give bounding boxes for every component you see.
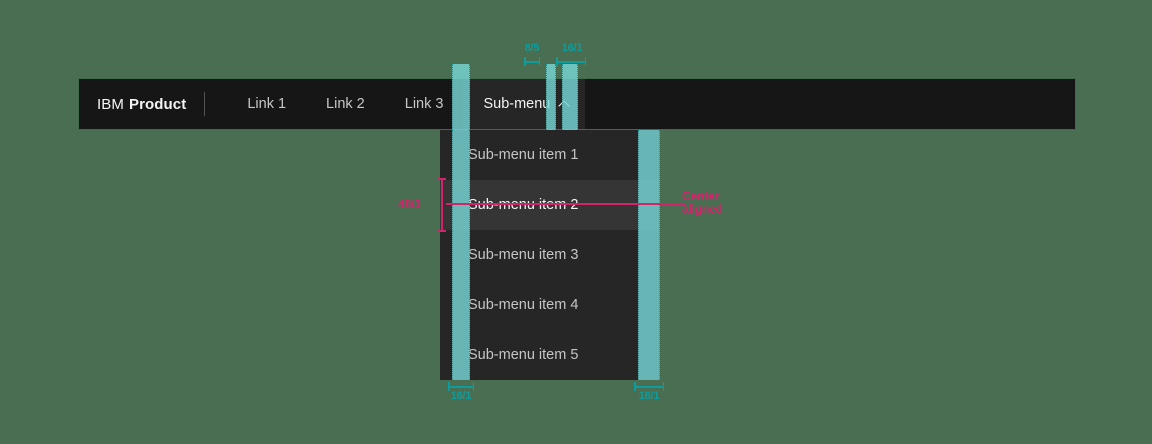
submenu-item-5-label: Sub-menu item 5 — [468, 347, 579, 363]
submenu-item-4-label: Sub-menu item 4 — [468, 297, 579, 313]
nav-submenu-trigger-label: Sub-menu — [483, 96, 551, 112]
nav-link-3-label: Link 3 — [404, 96, 444, 112]
submenu-item-4[interactable]: Sub-menu item 4 — [440, 280, 660, 330]
nav-submenu-trigger[interactable]: Sub-menu — [463, 79, 586, 129]
dimension-cap-left — [634, 382, 636, 391]
spacing-label-bottom-left: 16/1 — [450, 390, 472, 402]
nav-link-2[interactable]: Link 2 — [306, 79, 385, 129]
dimension-cap-left — [556, 57, 558, 66]
dimension-marker-bottom-b — [634, 382, 664, 391]
dimension-cap-bottom — [437, 230, 446, 232]
dimension-cap-left — [448, 382, 450, 391]
center-alignment-label: Center aligned — [682, 189, 723, 216]
submenu-panel: Sub-menu item 1 Sub-menu item 2 Sub-menu… — [440, 130, 660, 380]
nav-links: Link 1 Link 2 Link 3 Sub-menu — [227, 79, 586, 129]
submenu-item-3-label: Sub-menu item 3 — [468, 247, 579, 263]
height-dimension-label: 48/3 — [398, 197, 421, 211]
submenu-item-2-label: Sub-menu item 2 — [468, 197, 579, 213]
brand-logo[interactable]: IBM Product — [79, 79, 202, 129]
dimension-cap-right — [662, 382, 664, 391]
dimension-cap-top — [437, 178, 446, 180]
dimension-marker-top-b — [556, 57, 586, 66]
brand-prefix: IBM — [97, 95, 124, 113]
dimension-marker-top-a — [524, 57, 540, 66]
dimension-cap-left — [524, 57, 526, 66]
brand-name: Product — [128, 95, 187, 113]
spacing-label-bottom-right: 16/1 — [638, 390, 660, 402]
dimension-marker-bottom-a — [448, 382, 474, 391]
nav-link-1-label: Link 1 — [247, 96, 287, 112]
chevron-up-icon — [558, 98, 571, 111]
nav-link-1[interactable]: Link 1 — [227, 79, 306, 129]
brand-divider — [204, 92, 206, 116]
submenu-item-3[interactable]: Sub-menu item 3 — [440, 230, 660, 280]
submenu-item-1[interactable]: Sub-menu item 1 — [440, 130, 660, 180]
dimension-cap-right — [584, 57, 586, 66]
spacing-label-top-b: 16/1 — [561, 42, 583, 54]
ibm-header-nav: IBM Product Link 1 Link 2 Link 3 Sub-men… — [78, 78, 1076, 130]
dimension-cap-right — [538, 57, 540, 66]
height-dimension-marker — [437, 178, 446, 232]
submenu-item-5[interactable]: Sub-menu item 5 — [440, 330, 660, 380]
nav-link-3[interactable]: Link 3 — [385, 79, 464, 129]
nav-link-2-label: Link 2 — [326, 96, 365, 112]
dimension-cap-right — [472, 382, 474, 391]
center-alignment-line — [446, 203, 686, 205]
spacing-label-top-a: 8/5 — [524, 42, 540, 54]
submenu-item-1-label: Sub-menu item 1 — [468, 147, 579, 163]
submenu-item-2[interactable]: Sub-menu item 2 — [440, 180, 660, 230]
